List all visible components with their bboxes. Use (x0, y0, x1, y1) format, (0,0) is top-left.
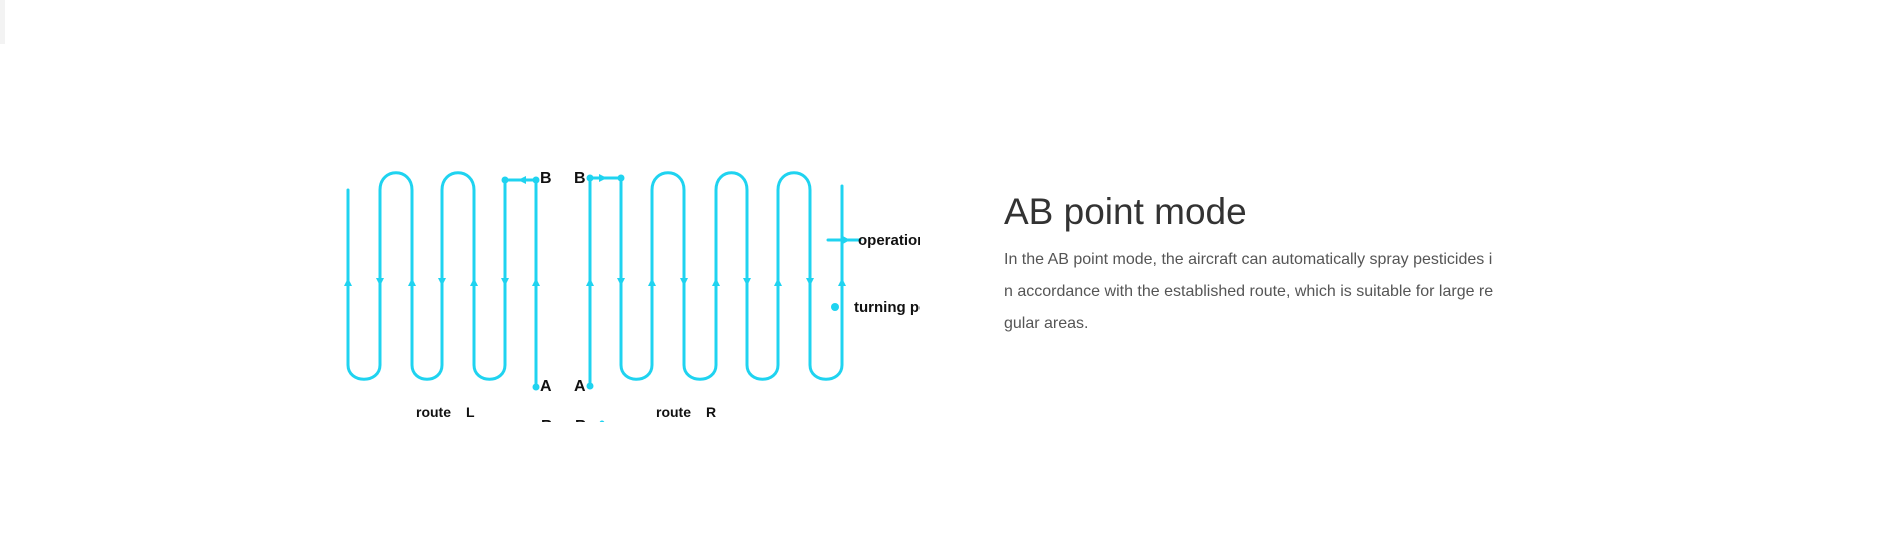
route-right-side: R (706, 404, 716, 420)
clipped-b-label-left: B (541, 418, 553, 422)
ab-route-diagram: B B A A route L route R B B operation ro… (330, 160, 920, 422)
mode-title: AB point mode (1004, 191, 1247, 232)
point-b-label-right: B (574, 170, 586, 187)
turning-points (501, 174, 839, 391)
point-a-label-right: A (574, 378, 586, 395)
ab-route-svg: B B A A route L route R B B operation ro… (344, 170, 920, 422)
route-left-label: route (416, 404, 451, 420)
point-a-label-left: A (540, 378, 552, 395)
legend-turning-label: turning point (854, 299, 920, 316)
legend-operation-label: operation route (858, 232, 920, 249)
corner-tab (0, 0, 5, 44)
route-left-path (346, 171, 507, 381)
route-right-path (588, 171, 844, 388)
route-right-label: route (656, 404, 691, 420)
mode-description: In the AB point mode, the aircraft can a… (1004, 251, 1494, 332)
route-left-side: L (466, 404, 475, 420)
clipped-b-label-right: B (575, 418, 587, 422)
legend-turning-dot (831, 303, 839, 311)
mode-info: AB point mode In the AB point mode, the … (1004, 188, 1494, 340)
direction-arrows (344, 174, 850, 286)
route-left-top-leg (503, 178, 538, 389)
point-b-label-left: B (540, 170, 552, 187)
clipped-turning-dot (599, 420, 605, 422)
